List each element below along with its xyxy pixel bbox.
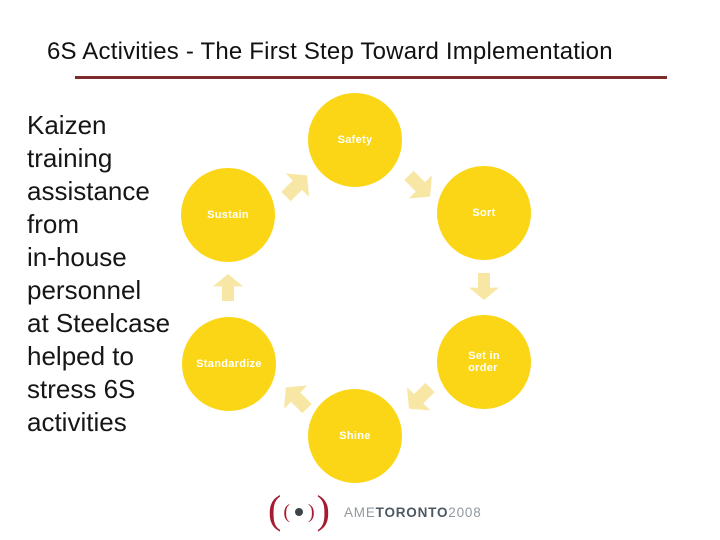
arrow-shine-to-standardize-icon bbox=[274, 376, 319, 421]
circle-sort-label: Sort bbox=[472, 207, 496, 219]
body-line: in-house bbox=[27, 242, 127, 272]
arrow-sort-to-set-in-order-icon bbox=[469, 273, 499, 300]
circle-sort: Sort bbox=[437, 166, 531, 260]
circle-sustain-label: Sustain bbox=[207, 209, 249, 221]
arrow-set-in-order-to-shine-icon bbox=[397, 376, 442, 421]
logo-inner-paren-open: ( bbox=[283, 501, 290, 523]
arrow-standardize-to-sustain-icon bbox=[213, 274, 243, 301]
body-line: personnel bbox=[27, 275, 142, 305]
circle-safety: Safety bbox=[308, 93, 402, 187]
arrow-safety-to-sort-icon bbox=[397, 164, 442, 209]
circle-standardize: Standardize bbox=[182, 317, 276, 411]
logo-outer-paren-close: ) bbox=[316, 487, 330, 532]
body-line: stress 6S bbox=[27, 374, 136, 404]
circle-set-in-order-label: Set in order bbox=[468, 350, 500, 374]
circle-standardize-label: Standardize bbox=[196, 358, 262, 370]
logo-outer-paren-open: ( bbox=[268, 487, 282, 532]
body-line: Kaizen bbox=[27, 110, 107, 140]
logo-text-ame: AME bbox=[344, 504, 376, 520]
body-line: activities bbox=[27, 407, 127, 437]
arrow-sustain-to-safety-icon bbox=[274, 164, 319, 209]
circle-safety-label: Safety bbox=[337, 134, 373, 146]
logo-text-year: 2008 bbox=[448, 504, 482, 520]
logo-text-toronto: TORONTO bbox=[375, 504, 449, 520]
slide-title: 6S Activities - The First Step Toward Im… bbox=[47, 38, 613, 65]
body-line: training bbox=[27, 143, 113, 173]
body-line: assistance bbox=[27, 176, 150, 206]
circle-shine: Shine bbox=[308, 389, 402, 483]
logo-inner-paren-close: ) bbox=[308, 501, 315, 523]
body-line: helped to bbox=[27, 341, 134, 371]
kaizen-text-block: Kaizen training assistance from in-house… bbox=[27, 109, 170, 439]
logo-dot-icon bbox=[295, 508, 303, 516]
body-line: from bbox=[27, 209, 79, 239]
logo-text: AMETORONTO2008 bbox=[344, 505, 482, 520]
body-line: at Steelcase bbox=[27, 308, 171, 338]
circle-set-in-order: Set in order bbox=[437, 315, 531, 409]
circle-sustain: Sustain bbox=[181, 168, 275, 262]
title-underline bbox=[75, 76, 667, 79]
circle-shine-label: Shine bbox=[339, 430, 371, 442]
ame-toronto-logo: ( ( ) ) AMETORONTO2008 bbox=[268, 489, 482, 535]
